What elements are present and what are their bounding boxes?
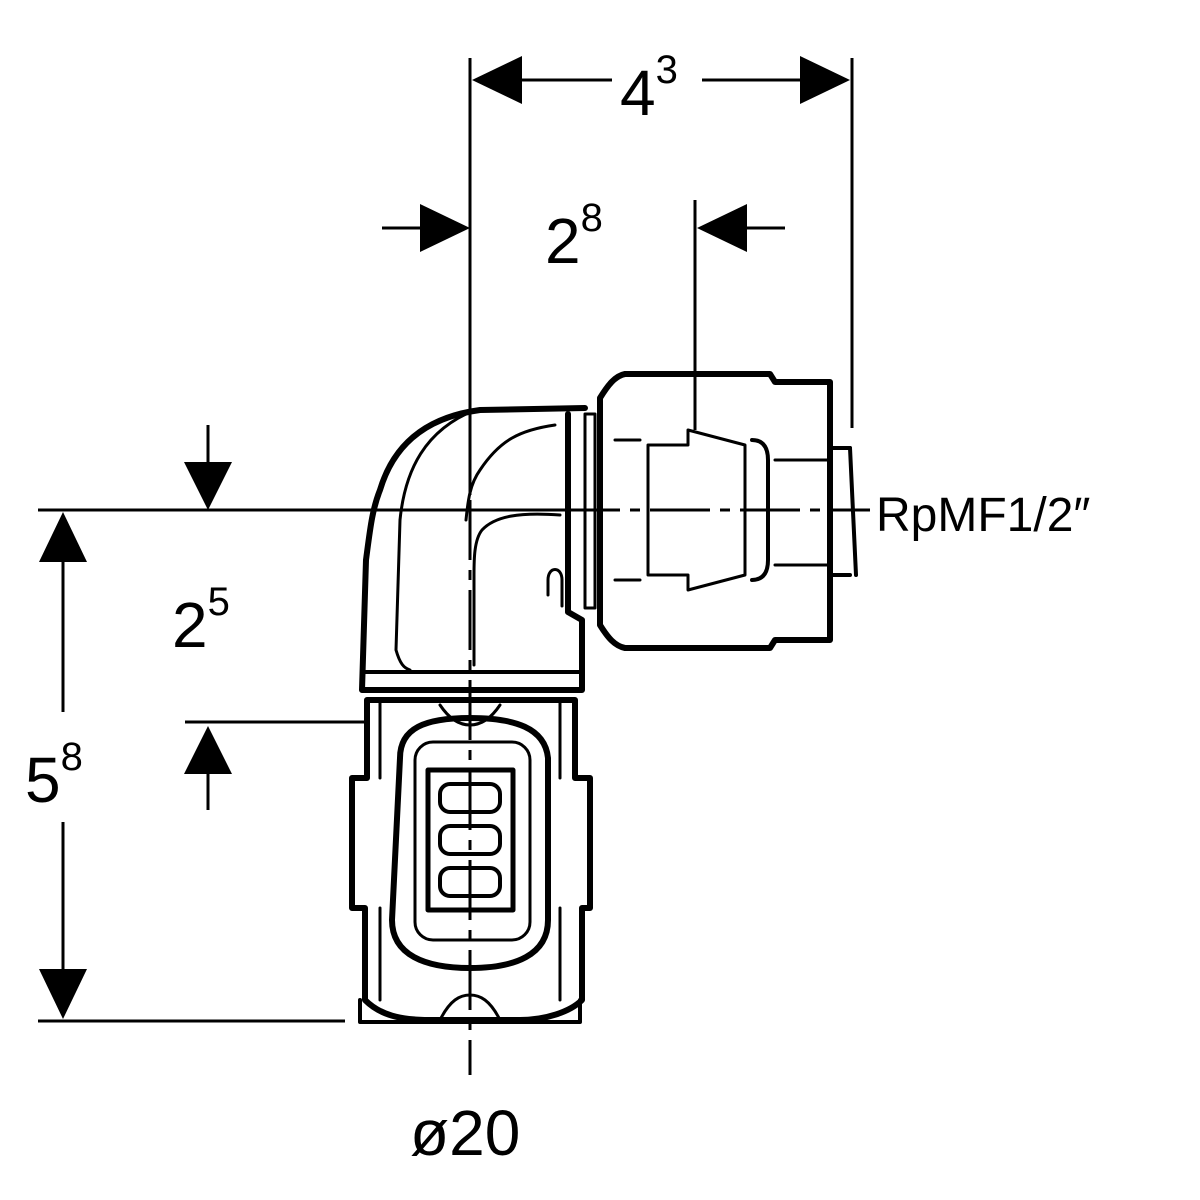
elbow-inner-slot — [546, 568, 564, 608]
elbow-inner-curve — [394, 408, 477, 672]
dimension-width-label: 43 — [620, 48, 678, 129]
dimension-thread-depth-base: 2 — [545, 205, 581, 277]
elbow-body — [349, 371, 858, 1024]
dimension-height-sup: 8 — [61, 735, 83, 779]
arrowhead — [800, 56, 850, 104]
dimension-socket-offset-base: 2 — [172, 589, 208, 661]
dimension-socket-offset-sup: 5 — [208, 580, 230, 624]
elbow-outer-contour — [359, 405, 588, 693]
centerlines — [468, 500, 870, 1075]
dimension-width-sup: 3 — [656, 48, 678, 92]
dimension-socket-offset — [184, 425, 368, 810]
socket-collar — [360, 670, 584, 692]
dimension-thread-depth — [382, 200, 785, 430]
pipe-diameter-label: ø20 — [410, 1097, 520, 1169]
dimension-height-label: 58 — [25, 735, 83, 816]
arrowhead — [472, 56, 522, 104]
push-fit-inner — [413, 740, 532, 942]
arrowhead — [184, 726, 232, 774]
arrowhead — [697, 204, 747, 252]
dimension-thread-depth-label: 28 — [545, 196, 603, 277]
arrowhead — [184, 462, 232, 510]
elbow-inner-contour-2 — [472, 512, 562, 667]
dimension-height-base: 5 — [25, 744, 61, 816]
arrowhead — [420, 204, 470, 252]
thread-label: RpMF1/2″ — [876, 489, 1090, 542]
elbow-inner-contour — [464, 423, 557, 522]
thread-insert — [646, 428, 747, 592]
dimension-height-total — [38, 508, 582, 1023]
push-fit-window-frame — [389, 715, 551, 971]
dimension-socket-offset-label: 25 — [172, 580, 230, 661]
dimension-width-total — [468, 56, 854, 495]
dimension-width-base: 4 — [620, 57, 656, 129]
dimension-thread-depth-sup: 8 — [581, 196, 603, 240]
arrowhead — [39, 969, 87, 1019]
thread-outer-nut — [597, 371, 833, 651]
push-fit-housing — [349, 697, 593, 1023]
arrowhead — [39, 512, 87, 562]
